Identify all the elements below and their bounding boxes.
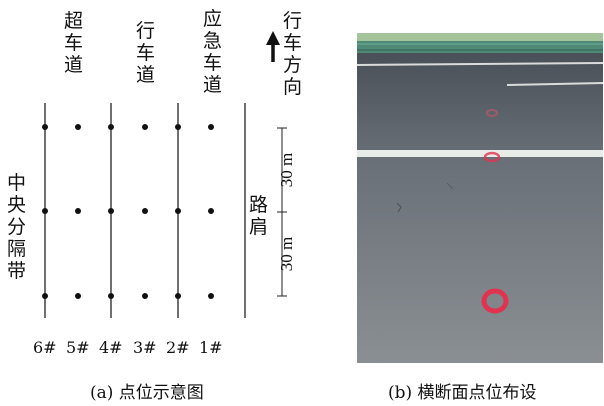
spacing-dimension bbox=[277, 127, 287, 297]
lane-marking bbox=[357, 62, 603, 66]
measurement-point bbox=[142, 124, 148, 130]
measurement-point bbox=[142, 208, 148, 214]
measurement-point bbox=[208, 208, 214, 214]
measurement-point bbox=[42, 124, 48, 130]
measurement-point bbox=[108, 208, 114, 214]
measurement-point bbox=[208, 124, 214, 130]
lane-label-driving: 行车道 bbox=[136, 20, 156, 86]
measurement-point bbox=[108, 293, 114, 299]
spacing-label-bottom: 30 m bbox=[277, 237, 296, 271]
median-label: 中央分隔带 bbox=[7, 172, 27, 282]
point-label-6: 6# bbox=[33, 338, 57, 357]
point-layout-diagram: 30 m 30 m bbox=[42, 31, 296, 318]
measurement-point bbox=[142, 293, 148, 299]
guardrail bbox=[357, 41, 603, 53]
road-cross-section-photo bbox=[357, 33, 603, 363]
measurement-point bbox=[75, 293, 81, 299]
measurement-point bbox=[208, 293, 214, 299]
measurement-point bbox=[75, 124, 81, 130]
measurement-point bbox=[108, 124, 114, 130]
measurement-point bbox=[175, 208, 181, 214]
measurement-point bbox=[42, 208, 48, 214]
measurement-point bbox=[175, 124, 181, 130]
point-label-4: 4# bbox=[99, 338, 123, 357]
red-point-marks bbox=[481, 109, 509, 314]
point-label-3: 3# bbox=[133, 338, 157, 357]
point-label-5: 5# bbox=[66, 338, 90, 357]
lane-marking-dashed bbox=[506, 82, 603, 86]
lane-label-overtaking: 超车道 bbox=[64, 10, 84, 76]
caption-b: (b) 横断面点位布设 bbox=[388, 383, 537, 403]
direction-arrow-icon bbox=[266, 31, 280, 62]
direction-label: 行车方向 bbox=[283, 10, 303, 98]
measurement-point bbox=[42, 293, 48, 299]
measurement-point bbox=[75, 208, 81, 214]
shoulder-label: 路肩 bbox=[249, 194, 269, 238]
point-label-1: 1# bbox=[199, 338, 223, 357]
measurement-points bbox=[42, 124, 214, 299]
measurement-point bbox=[175, 293, 181, 299]
lane-label-emergency: 应急车道 bbox=[203, 8, 223, 96]
spacing-label-top: 30 m bbox=[277, 153, 296, 187]
point-label-2: 2# bbox=[166, 338, 190, 357]
caption-a: (a) 点位示意图 bbox=[90, 383, 204, 403]
asphalt-surface bbox=[357, 53, 603, 363]
edge-marking bbox=[357, 150, 603, 157]
